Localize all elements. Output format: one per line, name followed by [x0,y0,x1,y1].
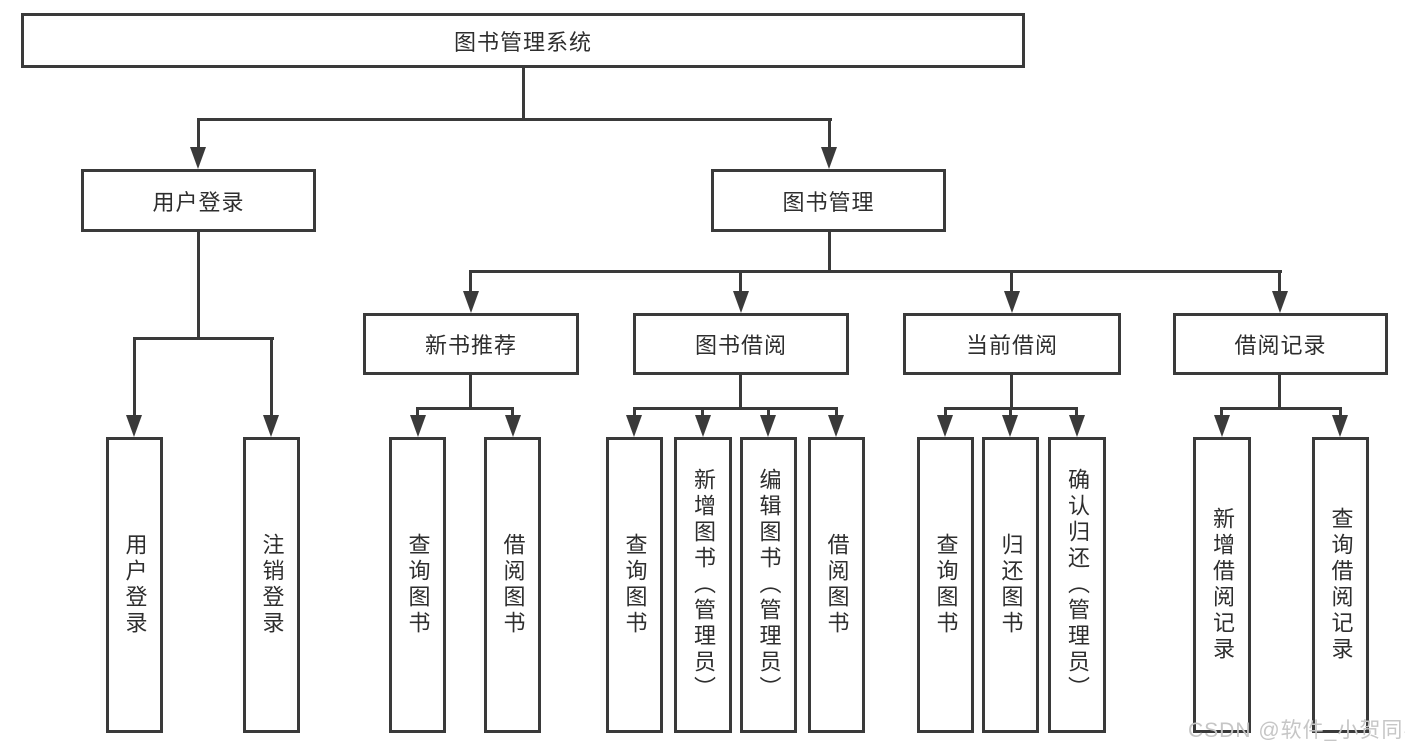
connector-line [522,68,525,121]
node-book-management: 图书管理 [711,169,946,232]
leaf-label: 新增借阅记录 [1210,507,1235,663]
leaf-label: 确认归还（管理员） [1065,468,1090,702]
leaf-label: 查询图书 [933,533,959,637]
connector-line [828,232,831,273]
arrow-down-icon [1069,415,1085,437]
connector-line [1075,407,1078,417]
arrow-down-icon [760,415,776,437]
node-label: 用户登录 [152,189,245,215]
connector-line [1010,374,1013,410]
node-label: 新书推荐 [424,333,517,358]
connector-line [416,407,419,417]
connector-line [1278,374,1281,410]
leaf-label: 借阅图书 [824,533,850,637]
leaf-label: 新增图书（管理员） [691,468,716,702]
arrow-down-icon [505,415,521,437]
arrow-down-icon [626,415,642,437]
connector-line [1220,407,1223,417]
leaf-return-books: 归还图书 [982,437,1039,733]
node-label: 图书管理系统 [453,29,592,55]
node-library-management-system: 图书管理系统 [21,13,1025,68]
arrow-down-icon [828,415,844,437]
arrow-down-icon [733,291,749,313]
connector-line [944,407,947,417]
leaf-logout: 注销登录 [243,437,300,733]
connector-line [270,337,273,417]
leaf-add-books-admin: 新增图书（管理员） [674,437,732,733]
connector-line [739,270,742,293]
connector-line [511,407,514,417]
connector-line [197,118,200,149]
leaf-user-login: 用户登录 [106,437,163,733]
connector-line [469,270,1282,273]
node-label: 图书管理 [782,189,875,215]
connector-line [1278,270,1281,293]
connector-line [835,407,838,417]
arrow-down-icon [1004,291,1020,313]
leaf-query-borrow-record: 查询借阅记录 [1312,437,1369,733]
leaf-label: 用户登录 [122,533,148,637]
node-current-borrowing: 当前借阅 [903,313,1121,375]
connector-line [633,407,838,410]
arrow-down-icon [126,415,142,437]
arrow-down-icon [190,147,206,169]
node-label: 借阅记录 [1234,333,1327,358]
leaf-query-books-borrow: 查询图书 [606,437,663,733]
node-book-borrowing: 图书借阅 [633,313,849,375]
arrow-down-icon [410,415,426,437]
leaf-confirm-return-admin: 确认归还（管理员） [1048,437,1106,733]
connector-line [828,118,831,149]
leaf-label: 编辑图书（管理员） [756,468,782,702]
leaf-borrow-books: 借阅图书 [808,437,865,733]
leaf-label: 查询借阅记录 [1328,507,1354,663]
connector-line [767,407,770,417]
connector-line [739,374,742,410]
node-new-book-recommendation: 新书推荐 [363,313,579,375]
leaf-add-borrow-record: 新增借阅记录 [1193,437,1251,733]
watermark: CSDN @软件_小贺同学 [1188,719,1405,742]
connector-line [197,232,200,340]
leaf-label: 注销登录 [259,533,285,637]
arrow-down-icon [463,291,479,313]
arrow-down-icon [1332,415,1348,437]
leaf-edit-books-admin: 编辑图书（管理员） [740,437,797,733]
connector-line [1010,270,1013,293]
connector-line [1339,407,1342,417]
arrow-down-icon [695,415,711,437]
connector-line [701,407,704,417]
connector-line [197,118,832,121]
arrow-down-icon [1002,415,1018,437]
arrow-down-icon [937,415,953,437]
node-label: 当前借阅 [965,333,1058,358]
connector-line [633,407,636,417]
connector-line [133,337,136,417]
node-label: 图书借阅 [694,333,787,358]
connector-line [1009,407,1012,417]
leaf-query-books-current: 查询图书 [917,437,974,733]
connector-line [133,337,274,340]
leaf-query-books-recommend: 查询图书 [389,437,446,733]
connector-line [1220,407,1342,410]
leaf-label: 归还图书 [998,533,1024,637]
connector-line [416,407,514,410]
connector-line [469,270,472,293]
arrow-down-icon [1214,415,1230,437]
arrow-down-icon [263,415,279,437]
connector-line [469,374,472,410]
arrow-down-icon [821,147,837,169]
leaf-label: 查询图书 [405,533,431,637]
leaf-label: 查询图书 [622,533,648,637]
leaf-label: 借阅图书 [500,533,526,637]
arrow-down-icon [1272,291,1288,313]
leaf-borrow-books-recommend: 借阅图书 [484,437,541,733]
node-borrowing-records: 借阅记录 [1173,313,1388,375]
node-user-login: 用户登录 [81,169,316,232]
